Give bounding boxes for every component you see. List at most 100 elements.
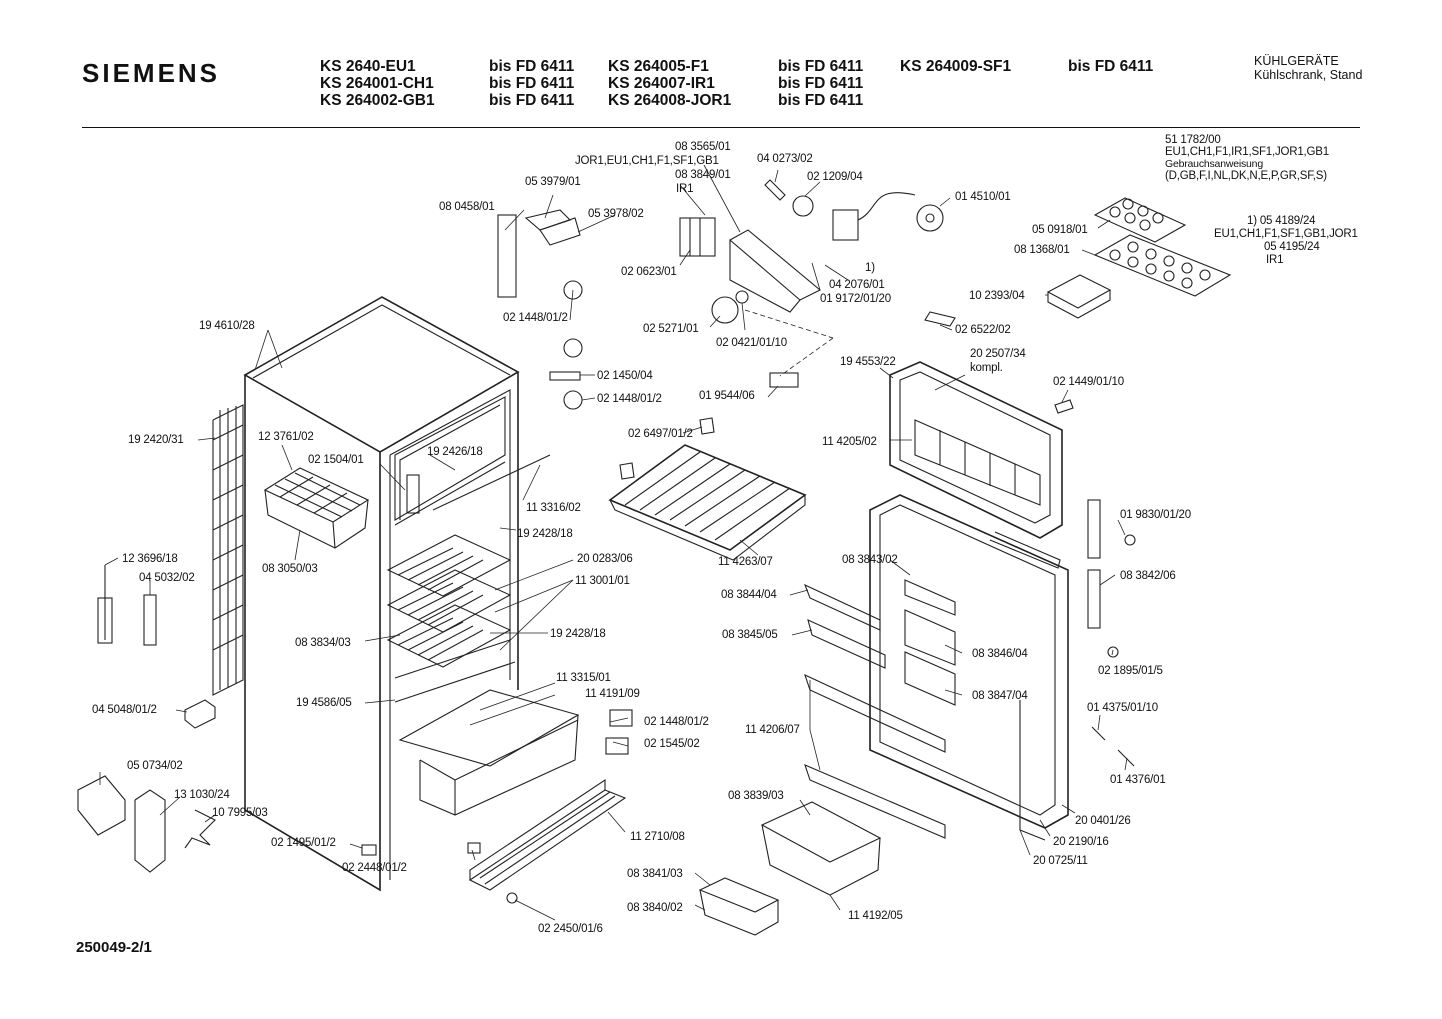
valid-until: bis FD 6411 (1068, 58, 1154, 75)
part-label: 11 2710/08 (630, 831, 685, 843)
part-label: 02 0421/01/10 (716, 337, 787, 349)
part-label: 10 7995/03 (212, 807, 268, 819)
part-label: 08 3845/05 (722, 629, 778, 641)
footnote-ref: 1) (865, 262, 875, 274)
part-label: 02 1448/01/2 (597, 393, 662, 405)
part-label: 20 2190/16 (1053, 836, 1109, 848)
model-name: KS 264002-GB1 (320, 92, 435, 109)
part-label: 08 3844/04 (721, 589, 777, 601)
part-label: 02 1450/04 (597, 370, 653, 382)
part-label: 08 3841/03 (627, 868, 683, 880)
category-subtitle: Kühlschrank, Stand (1254, 68, 1363, 82)
manual-variants: EU1,CH1,F1,IR1,SF1,JOR1,GB1 (1165, 146, 1329, 158)
part-label: 08 3846/04 (972, 648, 1028, 660)
part-label: 05 3979/01 (525, 176, 581, 188)
part-label: 11 3316/02 (526, 502, 581, 514)
part-label: 19 2428/18 (517, 528, 573, 540)
manual-title: Gebrauchsanweisung (1165, 158, 1263, 170)
footnote-variants: EU1,CH1,F1,SF1,GB1,JOR1 (1214, 228, 1358, 240)
part-label: 13 1030/24 (174, 789, 230, 801)
part-label: 19 4586/05 (296, 697, 352, 709)
egg-trays (924, 197, 1232, 327)
part-label: 19 2420/31 (128, 434, 184, 446)
footnote-part-2: 05 4195/24 (1264, 241, 1320, 253)
fridge-door (869, 494, 1069, 841)
part-label: 08 3834/03 (295, 637, 351, 649)
part-label: 19 2426/18 (427, 446, 483, 458)
part-label: 11 4191/09 (585, 688, 640, 700)
door-hinges (1087, 499, 1135, 767)
leader-lines (99, 164, 1128, 921)
model-name: KS 264007-IR1 (608, 75, 715, 92)
model-list-col1: KS 2640-EU1 KS 264001-CH1 KS 264002-GB1 (320, 58, 435, 109)
valid-until: bis FD 6411 (489, 58, 575, 75)
part-label: 19 4610/28 (199, 320, 255, 332)
fan-motor (77, 775, 216, 873)
part-variants: IR1 (676, 183, 694, 195)
part-label: 11 4263/07 (718, 556, 773, 568)
part-label: 02 1545/02 (644, 738, 700, 750)
part-label: 01 9172/01/20 (820, 293, 891, 305)
document-code: 250049-2/1 (76, 939, 152, 956)
part-label: 20 0401/26 (1075, 815, 1131, 827)
part-label: 02 2450/01/6 (538, 923, 603, 935)
model-name: KS 264001-CH1 (320, 75, 434, 92)
part-label: 12 3696/18 (122, 553, 178, 565)
cabinet-shelves (386, 534, 516, 703)
part-label: 08 3839/03 (728, 790, 784, 802)
small-parts (97, 209, 1136, 856)
footnote-part: 1) 05 4189/24 (1247, 215, 1316, 227)
part-label: 02 1504/01 (308, 454, 364, 466)
part-label: 04 0273/02 (757, 153, 813, 165)
part-label: 08 1368/01 (1014, 244, 1070, 256)
manual-languages: (D,GB,F,I,NL,DK,N,E,P,GR,SF,S) (1165, 170, 1327, 182)
glass-shelf (608, 444, 807, 561)
kickplate-grille (468, 778, 627, 904)
part-label: 01 4376/01 (1110, 774, 1166, 786)
part-label: 05 0734/02 (127, 760, 183, 772)
cabinet (243, 296, 580, 892)
part-label: 02 1209/04 (807, 171, 863, 183)
crisper-drawer (398, 689, 580, 816)
part-label: 01 4510/01 (955, 191, 1011, 203)
part-label: 19 2428/18 (550, 628, 606, 640)
model-name: KS 2640-EU1 (320, 58, 416, 75)
part-label: 20 0725/11 (1033, 855, 1088, 867)
part-label: 02 6522/02 (955, 324, 1011, 336)
part-label: 19 4553/22 (840, 356, 896, 368)
valid-until: bis FD 6411 (489, 75, 575, 92)
freezer-door (889, 361, 1063, 539)
part-label: 10 2393/04 (969, 290, 1025, 302)
part-label: 01 4375/01/10 (1087, 702, 1158, 714)
part-label: 02 1448/01/2 (503, 312, 568, 324)
part-label: 08 3050/03 (262, 563, 318, 575)
part-label: 04 5032/02 (139, 572, 195, 584)
model-name: KS 264008-JOR1 (608, 92, 732, 109)
part-label: 02 6497/01/2 (628, 428, 693, 440)
part-label: 11 4206/07 (745, 724, 800, 736)
part-label: 02 1495/01/2 (271, 837, 336, 849)
part-label: 11 4192/05 (848, 910, 903, 922)
part-label: 02 1448/01/2 (644, 716, 709, 728)
model-name: KS 264009-SF1 (900, 58, 1012, 75)
part-label: 11 4205/02 (822, 436, 877, 448)
valid-until-col1: bis FD 6411 bis FD 6411 bis FD 6411 (489, 58, 574, 109)
part-label: 04 5048/01/2 (92, 704, 157, 716)
thermostat-assembly (679, 179, 944, 324)
ice-tray (263, 467, 370, 549)
footnote-variant-2: IR1 (1266, 254, 1284, 266)
part-label: 02 1449/01/10 (1053, 376, 1124, 388)
door-shelves (803, 579, 956, 839)
part-label: 08 3847/04 (972, 690, 1028, 702)
part-label: 02 2448/01/2 (342, 862, 407, 874)
part-label: 04 2076/01 (829, 279, 885, 291)
valid-until: bis FD 6411 (778, 92, 864, 109)
part-label: 20 2507/34 (970, 348, 1026, 360)
valid-until: bis FD 6411 (778, 75, 864, 92)
part-label: 01 9544/06 (699, 390, 755, 402)
part-label: 01 9830/01/20 (1120, 509, 1191, 521)
category-heading: KÜHLGERÄTE Kühlschrank, Stand (1254, 54, 1362, 82)
part-variants: JOR1,EU1,CH1,F1,SF1,GB1 (575, 155, 719, 167)
model-list-col2: KS 264005-F1 KS 264007-IR1 KS 264008-JOR… (608, 58, 731, 109)
